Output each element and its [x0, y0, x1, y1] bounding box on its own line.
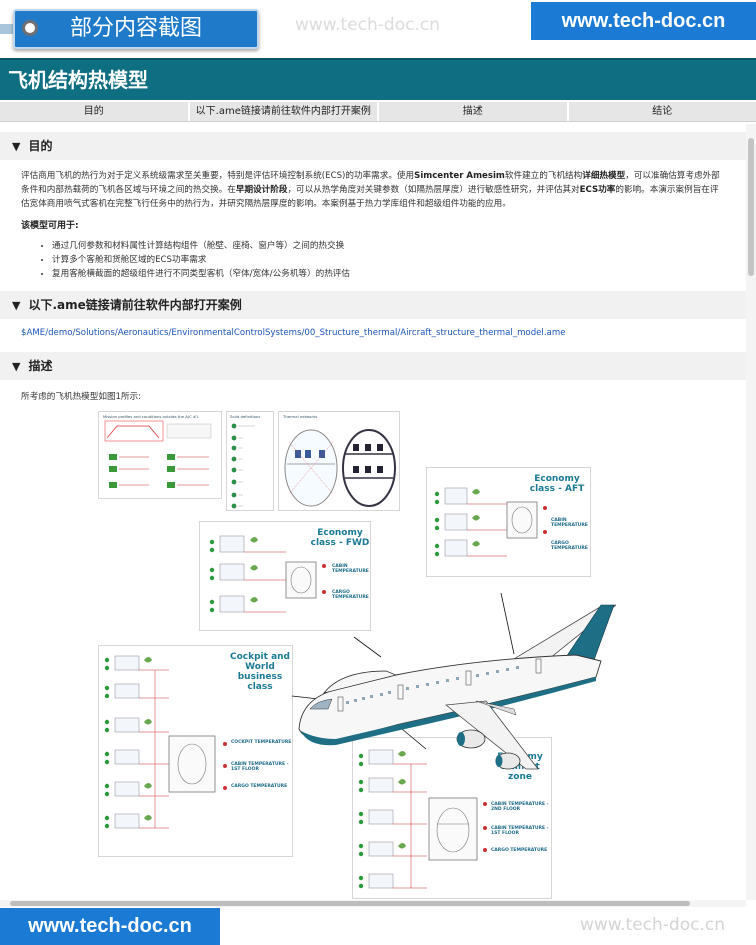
cockpit-network-diagram	[104, 655, 227, 829]
output-label: CABIN TEMPERATURE	[332, 564, 369, 574]
figure-caption: 所考虑的飞机热模型如图1所示:	[21, 392, 142, 402]
solid-list-diagram	[231, 423, 255, 509]
panel-cockpit: Cockpit and World business class	[98, 645, 293, 857]
ame-file-link[interactable]: $AME/demo/Solutions/Aeronautics/Environm…	[21, 328, 566, 338]
panel-title-aft: Economy class - AFT	[529, 474, 585, 494]
text-bold: ECS功率	[579, 185, 616, 195]
text-run: 软件建立的飞机结构	[504, 171, 583, 181]
list-item: 复用客舱横截面的超级组件进行不同类型客机（窄体/宽体/公务机等）的热评估	[52, 267, 350, 281]
panel-title-cockpit: Cockpit and World business class	[230, 652, 290, 692]
text-run: ，可以准确估算考虑外部条件和内部热载荷的飞机各区域与环境之间的热交换。在	[21, 171, 720, 195]
mission-profile-panel: Mission profiles and conditions outside …	[98, 411, 222, 499]
list-item: 计算多个客舱和货舱区域的ECS功率需求	[52, 253, 350, 267]
output-label: CARGO TEMPERATURE	[332, 590, 369, 600]
brand-badge-top[interactable]: www.tech-doc.cn	[531, 2, 756, 40]
partial-screenshot-tag: 部分内容截图	[13, 9, 259, 49]
output-label: COCKPIT TEMPERATURE	[231, 740, 292, 745]
list-item: 通过几何参数和材料属性计算结构组件（舱壁、座椅、窗户等）之间的热交换	[52, 239, 350, 253]
aircraft-thermal-model-figure: Mission profiles and conditions outside …	[96, 409, 616, 899]
panel-economy-comfort: Economy comfort zone	[352, 737, 552, 899]
output-label: CARGO TEMPERATURE	[491, 848, 548, 853]
top-banner: 部分内容截图 www.tech-doc.cn www.tech-doc.cn	[0, 0, 756, 58]
text-run: 评估商用飞机的热行为对于定义系统级需求至关重要，特别是评估环境控制系统(ECS)…	[21, 171, 415, 181]
output-label: CARGO TEMPERATURE	[231, 784, 288, 789]
section-title: 描述	[28, 359, 53, 373]
collapse-triangle-icon[interactable]: ▼	[12, 140, 21, 153]
uses-heading: 该模型可用于:	[21, 221, 79, 231]
tag-knob-icon	[22, 20, 38, 36]
output-label: CABIN TEMPERATURE - 2ND FLOOR	[491, 802, 549, 812]
thermal-networks-panel: Thermal networks	[278, 411, 400, 511]
vertical-scrollbar[interactable]	[746, 124, 756, 900]
horizontal-scroll-thumb[interactable]	[10, 901, 690, 906]
panel-economy-fwd: Economy class - FWD CABIN TEMPERATURE CA…	[199, 521, 371, 631]
panel-label: Thermal networks	[283, 414, 318, 419]
tab-conclusion[interactable]: 结论	[568, 102, 756, 121]
collapse-triangle-icon[interactable]: ▼	[12, 299, 21, 312]
mission-profile-diagram	[104, 420, 212, 488]
uses-list: 通过几何参数和材料属性计算结构组件（舱壁、座椅、窗户等）之间的热交换 计算多个客…	[52, 239, 350, 281]
collapse-triangle-icon[interactable]: ▼	[12, 360, 21, 373]
output-label: CARGO TEMPERATURE	[551, 541, 588, 551]
panel-label: Mission profiles and conditions outside …	[103, 414, 199, 419]
section-header-purpose[interactable]: ▼ 目的	[0, 132, 746, 160]
text-run: ，可以从热学角度对关键参数（如隔热层厚度）进行敏感性研究，并评估其对	[287, 185, 580, 195]
page-header: 飞机结构热模型	[0, 58, 756, 100]
section-header-description[interactable]: ▼ 描述	[0, 352, 746, 380]
panel-economy-aft: Economy class - AFT CABIN TEMPERATURE CA…	[426, 467, 591, 577]
horizontal-scrollbar[interactable]	[0, 900, 746, 907]
fuselage-cross-sections	[284, 429, 396, 507]
fwd-network-diagram	[209, 535, 326, 613]
watermark-top: www.tech-doc.cn	[295, 15, 440, 35]
section-header-link[interactable]: ▼ 以下.ame链接请前往软件内部打开案例	[0, 291, 746, 319]
tab-description[interactable]: 描述	[379, 102, 569, 121]
text-bold: 详细热模型	[582, 171, 626, 181]
section-tabs: 目的 以下.ame链接请前往软件内部打开案例 描述 结论	[0, 102, 756, 122]
output-label: CABIN TEMPERATURE	[551, 518, 588, 528]
text-bold: Simcenter Amesim	[414, 171, 505, 181]
watermark-bottom: www.tech-doc.cn	[580, 915, 725, 935]
purpose-paragraph: 评估商用飞机的热行为对于定义系统级需求至关重要，特别是评估环境控制系统(ECS)…	[21, 169, 726, 211]
page-title: 飞机结构热模型	[8, 68, 148, 92]
comfort-network-diagram	[358, 749, 487, 889]
aft-network-diagram	[434, 487, 547, 557]
content-area: ▼ 目的 评估商用飞机的热行为对于定义系统级需求至关重要，特别是评估环境控制系统(…	[0, 124, 746, 900]
brand-badge-bottom[interactable]: www.tech-doc.cn	[0, 908, 220, 945]
vertical-scroll-thumb[interactable]	[748, 138, 754, 276]
panel-label: Solid definitions	[230, 414, 261, 419]
text-bold: 早期设计阶段	[235, 185, 288, 195]
tab-purpose[interactable]: 目的	[0, 102, 190, 121]
tab-link[interactable]: 以下.ame链接请前往软件内部打开案例	[189, 102, 379, 121]
section-title: 目的	[28, 139, 53, 153]
output-label: CABIN TEMPERATURE - 1ST FLOOR	[231, 762, 289, 772]
text-run: 的影响。本演示案例旨在评估宽体商用喷气式客机在完整飞行任务中的热行为，并研究隔热…	[21, 185, 719, 209]
output-label: CABIN TEMPERATURE - 1ST FLOOR	[491, 826, 549, 836]
section-title: 以下.ame链接请前往软件内部打开案例	[28, 298, 242, 312]
solid-definitions-panel: Solid definitions	[226, 411, 274, 511]
panel-title-fwd: Economy class - FWD	[310, 528, 370, 548]
